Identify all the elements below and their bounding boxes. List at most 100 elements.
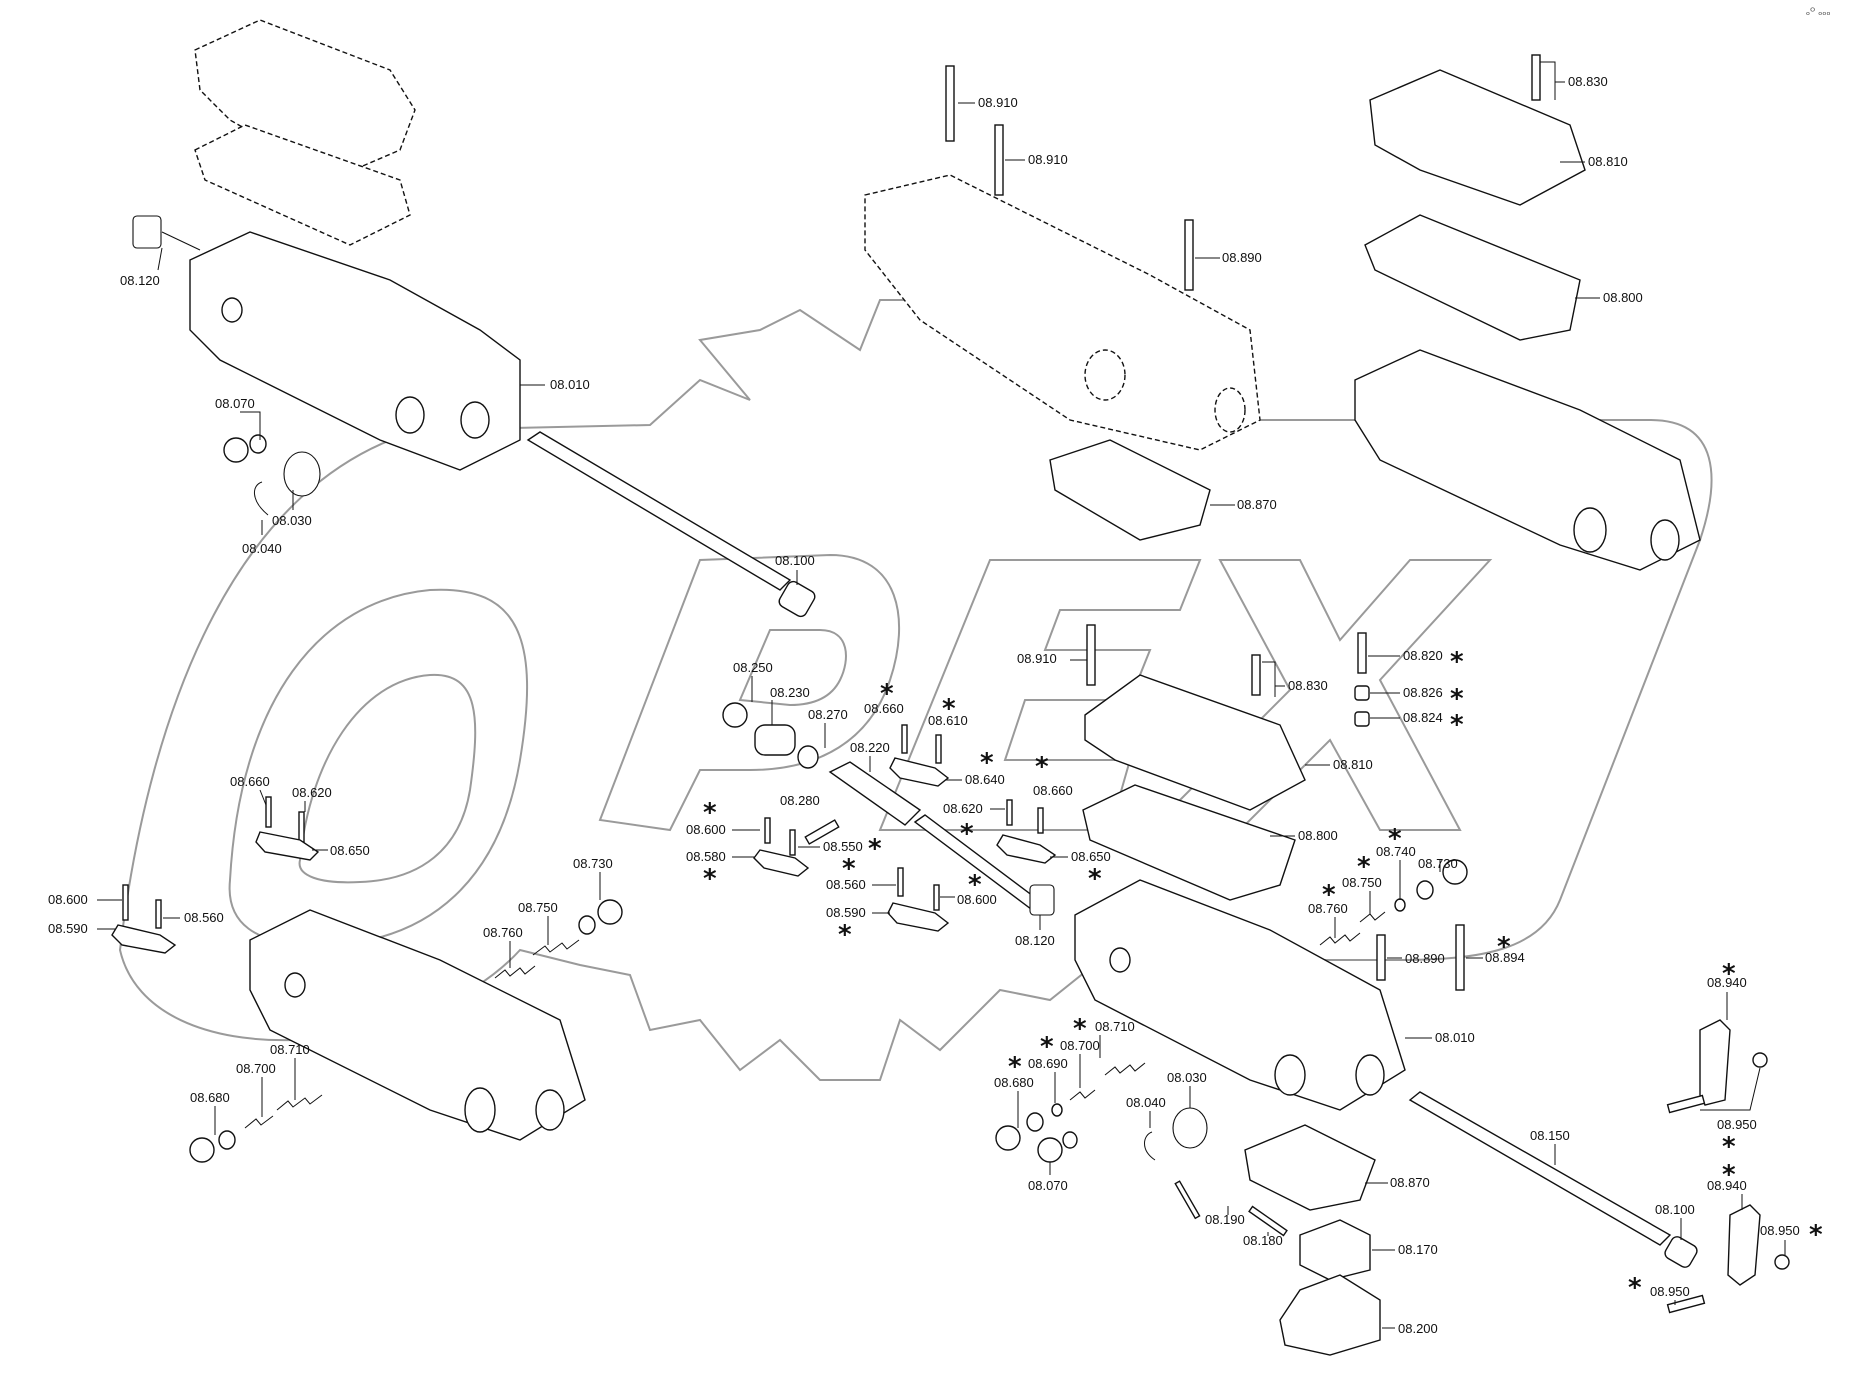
asterisk: *: [980, 748, 994, 778]
asterisk: *: [1388, 824, 1402, 854]
label-08-690: 08.690: [1028, 1056, 1068, 1071]
pin-08-560-mid: [897, 867, 904, 897]
snap-ring-08-040-right: [1144, 1131, 1156, 1161]
label-08-560: 08.560: [826, 877, 866, 892]
label-08-870: 08.870: [1390, 1175, 1430, 1190]
label-08-660: 08.660: [1033, 783, 1073, 798]
bolt-08-950-bottom: [1666, 1294, 1706, 1314]
pin-08-660-left: [265, 796, 272, 828]
lever-08-940-top: [1699, 1019, 1731, 1106]
gasket-08-870-bottom: [1244, 1124, 1376, 1211]
label-08-650: 08.650: [330, 843, 370, 858]
asterisk: *: [1450, 710, 1464, 740]
label-08-250: 08.250: [733, 660, 773, 675]
label-08-620: 08.620: [292, 785, 332, 800]
label-08-170: 08.170: [1398, 1242, 1438, 1257]
washer-08-270: [797, 745, 819, 769]
label-08-620: 08.620: [943, 801, 983, 816]
label-08-824: 08.824: [1403, 710, 1443, 725]
port-circle: [1084, 349, 1126, 401]
label-08-810: 08.810: [1333, 757, 1373, 772]
asterisk: *: [968, 870, 982, 900]
pin-08-610: [935, 734, 942, 764]
snap-ring-08-040-top-left: [254, 481, 269, 516]
label-08-120: 08.120: [1015, 933, 1055, 948]
asterisk: *: [1008, 1052, 1022, 1082]
bolt-08-830-mid: [1251, 654, 1261, 696]
label-08-890: 08.890: [1405, 951, 1445, 966]
label-08-180: 08.180: [1243, 1233, 1283, 1248]
bracket-08-200: [1279, 1274, 1381, 1356]
label-08-910: 08.910: [1028, 152, 1068, 167]
plug-08-070-top-left: [223, 437, 249, 463]
label-08-760: 08.760: [483, 925, 523, 940]
port-circle: [460, 401, 490, 439]
label-08-800: 08.800: [1603, 290, 1643, 305]
asterisk: *: [703, 864, 717, 894]
shaft-08-220: [828, 761, 922, 826]
bolt-08-890-mid: [1376, 934, 1386, 981]
pin-08-560-left: [155, 899, 162, 929]
asterisk: *: [1722, 1160, 1736, 1190]
spring-08-760-right: [1319, 932, 1361, 946]
label-08-810: 08.810: [1588, 154, 1628, 169]
plate-08-640: [889, 757, 950, 787]
label-08-230: 08.230: [770, 685, 810, 700]
pin-08-600-mid-b: [933, 884, 940, 911]
label-08-730: 08.730: [1418, 856, 1458, 871]
label-08-890: 08.890: [1222, 250, 1262, 265]
port-circle: [1355, 1054, 1385, 1096]
pin-08-620-mid: [1006, 799, 1013, 826]
label-08-830: 08.830: [1568, 74, 1608, 89]
pin-08-600-left: [122, 884, 129, 921]
housing-08-010-top-left: [189, 231, 521, 471]
label-08-730: 08.730: [573, 856, 613, 871]
bolt-08-950-top: [1666, 1094, 1706, 1114]
asterisk: *: [1322, 880, 1336, 910]
asterisk: *: [842, 854, 856, 884]
label-08-070: 08.070: [215, 396, 255, 411]
corner-mark: ₒᴼ ₒₒₒ: [1806, 7, 1831, 18]
bushing-08-100-top-left: [778, 580, 816, 618]
label-08-950: 08.950: [1760, 1223, 1800, 1238]
asterisk: *: [1722, 959, 1736, 989]
label-08-120: 08.120: [120, 273, 160, 288]
shaft-top-left: [526, 431, 792, 591]
plate-08-650-mid: [996, 834, 1057, 864]
label-08-030: 08.030: [1167, 1070, 1207, 1085]
spring-08-750-right: [1359, 911, 1386, 923]
asterisk: *: [868, 834, 882, 864]
pin-08-620-left: [298, 811, 305, 843]
spring-08-750-left: [532, 939, 580, 956]
label-08-680: 08.680: [190, 1090, 230, 1105]
pin-08-550: [789, 829, 796, 856]
label-08-590: 08.590: [826, 905, 866, 920]
asterisk: *: [1450, 684, 1464, 714]
bearing-08-120-top-left: [132, 215, 162, 249]
port-circle: [1274, 1054, 1306, 1096]
label-08-100: 08.100: [775, 553, 815, 568]
label-08-830: 08.830: [1288, 678, 1328, 693]
label-08-710: 08.710: [270, 1042, 310, 1057]
housing-08-010-bottom-left: [249, 909, 586, 1141]
plate-08-650-left: [255, 831, 320, 861]
label-08-940: 08.940: [1707, 1178, 1747, 1193]
label-08-910: 08.910: [1017, 651, 1057, 666]
label-08-660: 08.660: [230, 774, 270, 789]
label-08-590: 08.590: [48, 921, 88, 936]
label-08-600: 08.600: [48, 892, 88, 907]
port-circle: [1109, 947, 1131, 973]
label-08-580: 08.580: [686, 849, 726, 864]
washer-08-730-right-ring: [1416, 880, 1434, 900]
label-08-680: 08.680: [994, 1075, 1034, 1090]
bolt-08-894: [1455, 924, 1465, 991]
gasket-08-800-top-left: [194, 124, 411, 246]
housing-top-right: [1354, 349, 1701, 571]
label-08-760: 08.760: [1308, 901, 1348, 916]
washer-08-070-top-left: [249, 434, 267, 454]
asterisk: *: [1040, 1032, 1054, 1062]
washer-08-730-left-ring: [578, 915, 596, 935]
bushing-08-100-right: [1664, 1236, 1698, 1268]
port-circle: [464, 1087, 496, 1133]
